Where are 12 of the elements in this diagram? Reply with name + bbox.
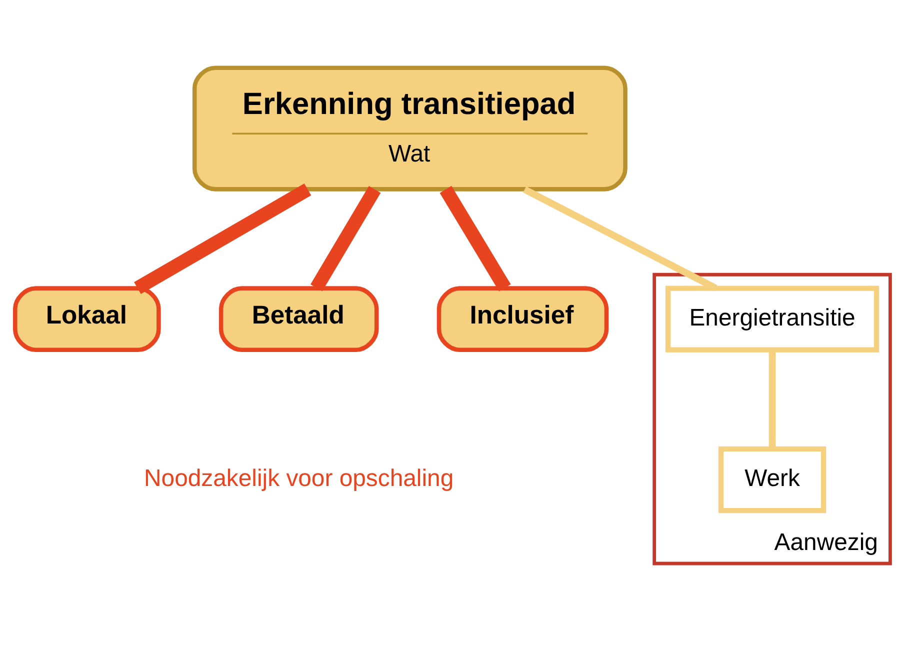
node-box: Betaald (218, 286, 379, 352)
connector (768, 350, 776, 449)
node-box: Erkenning transitiepad Wat (192, 66, 628, 192)
node-box: Lokaal (12, 286, 161, 352)
label: Noodzakelijk voor opschaling (144, 465, 454, 492)
connector (310, 186, 381, 292)
node-box: Energietransitie (665, 286, 880, 352)
node-box: Werk (718, 446, 826, 514)
connector (523, 186, 718, 292)
connector (134, 184, 312, 294)
connector (440, 186, 511, 292)
node-box: Inclusief (436, 286, 609, 352)
